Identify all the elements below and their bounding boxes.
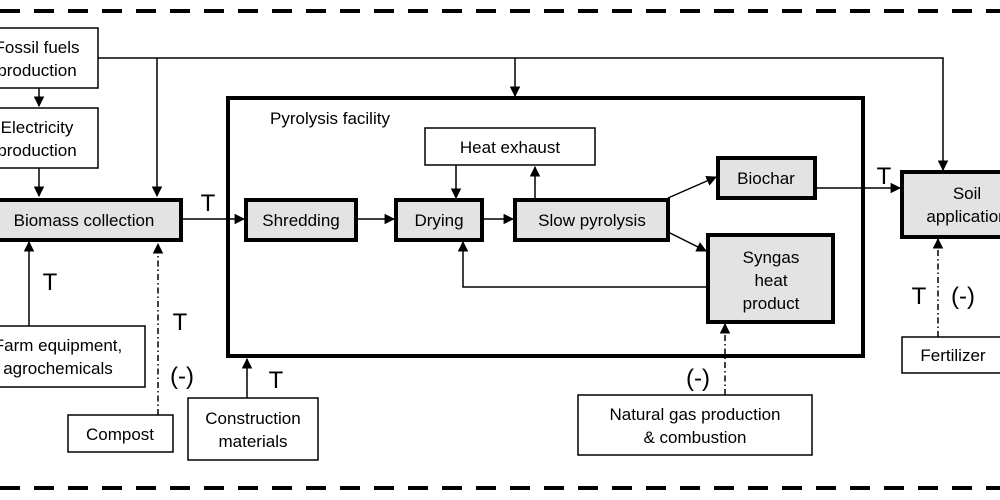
transport-label: T [269, 367, 284, 394]
svg-text:Electricity: Electricity [1, 118, 74, 137]
transport-label: T [877, 163, 892, 190]
svg-text:product: product [743, 294, 800, 313]
node-natural-gas: Natural gas production & combustion [577, 394, 813, 456]
node-fossil-fuels: Fossil fuels production [0, 27, 99, 89]
transport-label: T [173, 309, 188, 336]
node-heat-exhaust: Heat exhaust [424, 127, 596, 166]
svg-text:Heat exhaust: Heat exhaust [460, 138, 560, 157]
transport-label: T [912, 283, 927, 310]
svg-text:materials: materials [219, 432, 288, 451]
connectors [23, 57, 949, 415]
svg-text:Fertilizer: Fertilizer [920, 346, 986, 365]
transport-label: T [201, 190, 216, 217]
svg-text:Natural gas production: Natural gas production [609, 405, 780, 424]
svg-text:agrochemicals: agrochemicals [3, 359, 113, 378]
node-farm-equipment: Farm equipment, agrochemicals [0, 325, 146, 388]
node-drying: Drying [394, 198, 484, 242]
svg-text:Construction: Construction [205, 409, 300, 428]
svg-text:Slow pyrolysis: Slow pyrolysis [538, 211, 646, 230]
node-compost: Compost [67, 414, 174, 453]
facility-label: Pyrolysis facility [270, 109, 390, 128]
node-biochar: Biochar [716, 156, 817, 200]
pyrolysis-to-biochar-arrow [667, 175, 717, 199]
svg-text:Compost: Compost [86, 425, 154, 444]
pyrolysis-to-syngas-arrow [667, 231, 707, 252]
node-syngas: Syngas heat product [706, 233, 835, 324]
svg-text:production: production [0, 61, 77, 80]
node-soil-application: Soil application [900, 170, 1000, 239]
avoided-label: (-) [686, 365, 710, 392]
svg-text:Fossil fuels: Fossil fuels [0, 38, 80, 57]
svg-text:Shredding: Shredding [262, 211, 340, 230]
node-shredding: Shredding [244, 198, 358, 242]
svg-text:production: production [0, 141, 77, 160]
svg-text:application: application [926, 207, 1000, 226]
node-fertilizer: Fertilizer [901, 336, 1000, 374]
svg-text:heat: heat [754, 271, 787, 290]
svg-text:Biomass collection: Biomass collection [14, 211, 155, 230]
node-biomass-collection: Biomass collection [0, 198, 183, 242]
fossil-to-soil-arrow [98, 57, 949, 172]
svg-text:Soil: Soil [953, 184, 981, 203]
syngas-to-drying-arrow [457, 240, 708, 288]
avoided-label: (-) [951, 283, 975, 310]
avoided-label: (-) [170, 363, 194, 390]
svg-text:Biochar: Biochar [737, 169, 795, 188]
svg-text:Farm equipment,: Farm equipment, [0, 336, 122, 355]
svg-text:Syngas: Syngas [743, 248, 800, 267]
node-electricity: Electricity production [0, 107, 99, 169]
pyrolysis-facility-boundary [226, 96, 865, 358]
svg-text:Drying: Drying [414, 211, 463, 230]
node-construction-materials: Construction materials [187, 397, 319, 461]
transport-label: T [43, 269, 58, 296]
node-slow-pyrolysis: Slow pyrolysis [513, 198, 670, 242]
svg-text:& combustion: & combustion [644, 428, 747, 447]
